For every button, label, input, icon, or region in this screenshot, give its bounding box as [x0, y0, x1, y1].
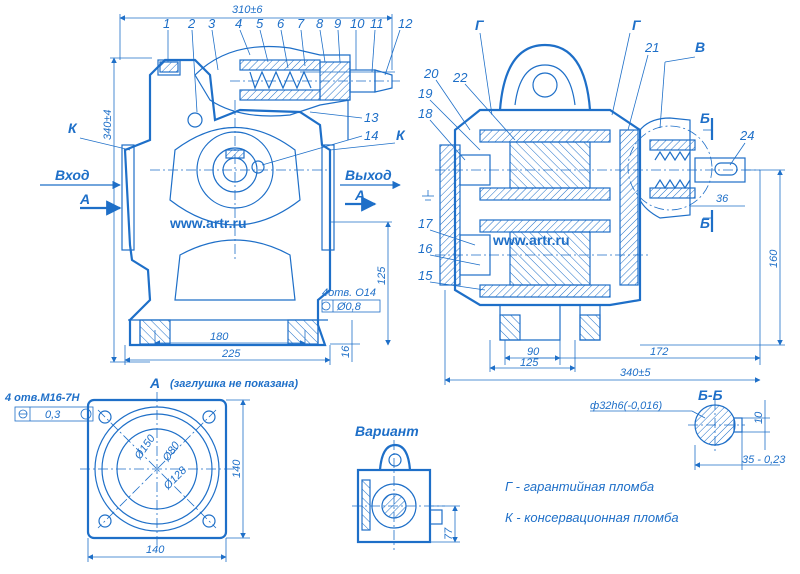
callout-3: 3 — [208, 16, 216, 31]
dim-125-right: 125 — [520, 357, 539, 369]
section-view: В Б Б Г Г 22 20 19 18 17 16 15 — [418, 17, 785, 385]
legend: Г - гарантийная пломба К - консервационн… — [505, 479, 679, 525]
dim-180: 180 — [210, 331, 229, 343]
dim-140-vertical: 140 — [231, 459, 243, 478]
label-section-bb: Б-Б — [698, 387, 723, 403]
callout-1: 1 — [163, 16, 170, 31]
dim-160: 160 — [768, 249, 780, 268]
watermark-left: www.artr.ru — [169, 215, 247, 231]
dim-90: 90 — [527, 346, 540, 358]
dim-77: 77 — [443, 527, 455, 540]
label-v: В — [695, 39, 705, 55]
dim-140-horizontal: 140 — [146, 544, 165, 556]
callout-14: 14 — [364, 128, 378, 143]
callout-21: 22 — [452, 70, 468, 85]
callout-16: 16 — [418, 241, 433, 256]
callout-19: 19 — [418, 86, 432, 101]
dim-height-left: 340±4 — [102, 109, 114, 140]
label-g-right: Г — [632, 17, 642, 33]
variant-view: Вариант 77 — [352, 423, 460, 550]
dim-total-width-left: 310±6 — [232, 4, 263, 16]
label-inlet: Вход — [55, 167, 90, 183]
legend-guarantee-seal: Г - гарантийная пломба — [505, 479, 654, 494]
callout-5: 5 — [256, 16, 264, 31]
callout-10: 10 — [350, 16, 365, 31]
dim-total-width-right: 340±5 — [620, 367, 651, 379]
callout-22: 21 — [644, 40, 659, 55]
callout-8: 8 — [316, 16, 324, 31]
label-view-a-note: (заглушка не показана) — [170, 378, 298, 390]
front-view: 310±6 340±4 — [40, 4, 413, 365]
watermark-right: www.artr.ru — [492, 232, 570, 248]
label-k-right: К — [396, 127, 406, 143]
label-g-left: Г — [475, 17, 485, 33]
label-view-a: А — [149, 375, 160, 391]
label-b-top: Б — [700, 110, 710, 126]
dim-circle-80: Ø80 — [160, 439, 183, 464]
callouts-front: 1 2 3 4 5 6 7 8 9 10 11 12 13 1 — [163, 16, 413, 166]
section-bb: Б-Б ф32h6(-0,016) 10 35 - 0,23 — [590, 387, 786, 470]
callout-18: 18 — [418, 106, 433, 121]
callout-13: 13 — [364, 110, 379, 125]
dim-shaft-depth: 35 - 0,23 — [742, 454, 786, 466]
dim-125-left: 125 — [376, 266, 388, 285]
dim-172: 172 — [650, 346, 668, 358]
label-section-a-left: А — [79, 191, 90, 207]
view-a: А (заглушка не показана) 4 отв.М16-7Н 0,… — [4, 375, 298, 562]
dim-holes-left: 4отв. О14 — [322, 287, 376, 299]
label-k-left: К — [68, 120, 78, 136]
dim-36: 36 — [716, 193, 729, 205]
dim-holes-bottom: 4 отв.М16-7Н — [4, 392, 81, 404]
dim-shaft-diameter: ф32h6(-0,016) — [590, 400, 663, 412]
callout-2: 2 — [187, 16, 196, 31]
dim-hole-tol-left: Ø0,8 — [336, 301, 362, 313]
dim-16: 16 — [340, 345, 352, 358]
callout-9: 9 — [334, 16, 341, 31]
label-section-a-right: А — [354, 187, 365, 203]
callout-20: 20 — [423, 66, 439, 81]
label-outlet: Выход — [345, 167, 392, 183]
label-variant: Вариант — [355, 423, 419, 439]
callout-11: 11 — [370, 16, 384, 31]
callout-12: 12 — [398, 16, 413, 31]
dim-hole-tol-bottom: 0,3 — [45, 409, 61, 421]
callout-7: 7 — [297, 16, 305, 31]
legend-preservation-seal: К - консервационная пломба — [505, 510, 679, 525]
callout-15: 15 — [418, 268, 433, 283]
callout-17: 17 — [418, 216, 433, 231]
callout-4: 4 — [235, 16, 242, 31]
dim-circle-128: Ø128 — [161, 464, 190, 493]
label-b-bottom: Б — [700, 215, 710, 231]
dim-225: 225 — [221, 348, 241, 360]
callouts-section: 22 20 19 18 17 16 15 21 24 — [418, 40, 754, 291]
callout-6: 6 — [277, 16, 285, 31]
dim-circle-150: Ø150 — [132, 432, 158, 462]
dim-key-width: 10 — [753, 411, 765, 424]
callout-24: 24 — [739, 128, 754, 143]
